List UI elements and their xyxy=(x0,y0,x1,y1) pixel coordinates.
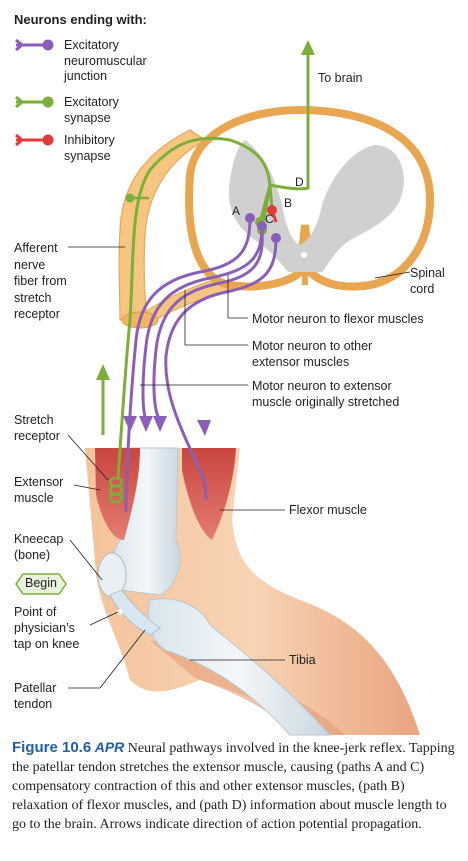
legend-title: Neurons ending with: xyxy=(14,12,147,27)
path-c-label: C xyxy=(265,212,274,226)
motor-flexor-label: Motor neuron to flexor muscles xyxy=(252,312,424,326)
tap-point-label-line: physician’s xyxy=(14,621,75,635)
stretch-receptor-coil xyxy=(108,476,124,504)
afferent-pathways xyxy=(116,48,310,480)
path-b-label: B xyxy=(284,196,293,210)
legend-item-nmj-line: neuromuscular xyxy=(64,53,147,68)
spinal-cord-label-line: Spinal xyxy=(410,266,445,280)
legend-symbols xyxy=(15,38,54,147)
leg-illustration xyxy=(85,447,420,736)
begin-badge: Begin xyxy=(15,573,67,595)
tap-point-label-line: tap on knee xyxy=(14,637,80,651)
path-a-label: A xyxy=(232,204,241,218)
extensor-muscle-label: Extensor muscle xyxy=(14,474,63,506)
extensor-muscle-label-line: Extensor xyxy=(14,475,64,489)
tap-point-label: Point of physician’s tap on knee xyxy=(14,604,79,652)
legend-item-nmj-line: Excitatory xyxy=(64,38,119,52)
legend-item-excitatory: Excitatory synapse xyxy=(64,95,119,126)
to-brain-arrow xyxy=(301,40,315,55)
stretch-receptor-label-line: Stretch xyxy=(14,413,54,427)
ganglion-cell-body xyxy=(125,193,135,203)
to-brain-label: To brain xyxy=(318,71,363,85)
legend-item-excitatory-line: Excitatory xyxy=(64,95,119,109)
tibia-label: Tibia xyxy=(289,653,316,667)
afferent-label-line: Afferent xyxy=(14,241,58,255)
legend-item-inhibitory: Inhibitory synapse xyxy=(64,133,115,164)
begin-badge-shape xyxy=(15,573,67,595)
legend-item-nmj-line: junction xyxy=(64,69,108,83)
motor-extensor-label-line: Motor neuron to extensor xyxy=(252,379,392,393)
kneecap-label: Kneecap (bone) xyxy=(14,531,63,563)
figure-number: Figure 10.6 xyxy=(12,739,92,756)
caption-text: Neural pathways involved in the knee-jer… xyxy=(12,741,455,832)
kneecap-label-line: Kneecap xyxy=(14,532,64,546)
tap-point-label-line: Point of xyxy=(14,605,57,619)
legend-item-inhibitory-line: synapse xyxy=(64,148,111,163)
leader-lines xyxy=(67,246,411,689)
kneecap-label-line: (bone) xyxy=(14,548,51,562)
nmj-endings xyxy=(124,469,208,512)
motor-arrowheads xyxy=(123,416,211,436)
extensor-muscle-label-line: muscle xyxy=(14,491,54,505)
motor-extensor-label-line: muscle originally stretched xyxy=(252,395,400,409)
stretch-receptor-label-line: receptor xyxy=(14,429,60,443)
figure-caption: Figure 10.6 APR Neural pathways involved… xyxy=(12,738,462,834)
legend-item-inhibitory-line: Inhibitory xyxy=(64,133,115,147)
afferent-up-arrow xyxy=(96,364,110,435)
legend-inhibitory-symbol xyxy=(15,133,54,147)
patellar-tendon-label-line: tendon xyxy=(14,697,53,711)
legend-nmj-symbol xyxy=(15,38,54,52)
legend-excitatory-symbol xyxy=(15,95,54,109)
patellar-tendon-label: Patellar tendon xyxy=(14,680,56,712)
afferent-label: Afferent nerve fiber from stretch recept… xyxy=(14,240,67,323)
motor-other-label-line: extensor muscles xyxy=(252,355,350,369)
apr-badge: APR xyxy=(94,739,125,755)
legend-item-nmj: Excitatory neuromuscular junction xyxy=(64,38,147,85)
legend-item-excitatory-line: synapse xyxy=(64,110,111,125)
spinal-cord-label-line: cord xyxy=(410,282,435,296)
motor-extensor-label: Motor neuron to extensor muscle original… xyxy=(252,378,399,410)
flexor-muscle-label: Flexor muscle xyxy=(289,503,367,517)
begin-label: Begin xyxy=(25,576,57,590)
motor-other-label-line: Motor neuron to other xyxy=(252,339,373,353)
spinal-cord-label: Spinal cord xyxy=(410,265,445,297)
patellar-tendon-label-line: Patellar xyxy=(14,681,57,695)
motor-other-label: Motor neuron to other extensor muscles xyxy=(252,338,372,370)
afferent-label-line: receptor xyxy=(14,307,60,321)
afferent-label-line: fiber from xyxy=(14,274,67,288)
stretch-receptor-label: Stretch receptor xyxy=(14,412,60,444)
afferent-label-line: stretch xyxy=(14,290,52,305)
path-d-label: D xyxy=(295,175,304,189)
afferent-label-line: nerve xyxy=(14,257,46,272)
